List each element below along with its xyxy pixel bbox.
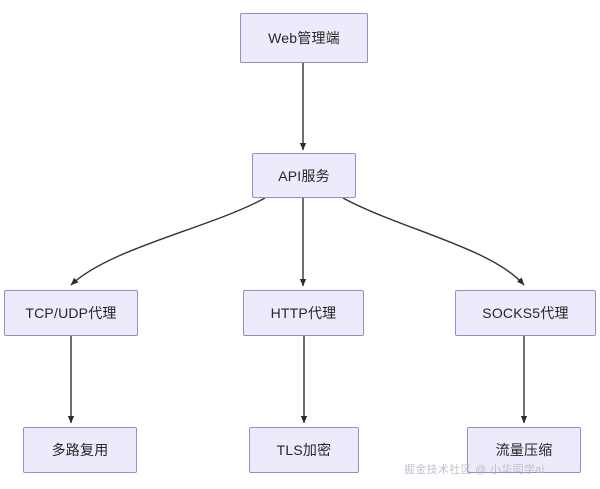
- node-multiplexing[interactable]: 多路复用: [23, 427, 137, 473]
- node-http-proxy-label: HTTP代理: [270, 305, 337, 321]
- node-traffic-compression[interactable]: 流量压缩: [467, 427, 581, 473]
- edge-api-to-socks5: [342, 197, 525, 286]
- node-tls-encryption-label: TLS加密: [276, 442, 332, 458]
- node-http-proxy[interactable]: HTTP代理: [243, 290, 364, 336]
- node-tcp-udp-proxy-label: TCP/UDP代理: [25, 305, 117, 321]
- watermark-text: 掘金技术社区 @ 小华同学ai: [404, 464, 545, 476]
- node-web-admin[interactable]: Web管理端: [240, 13, 368, 63]
- node-tls-encryption[interactable]: TLS加密: [249, 427, 359, 473]
- node-api-service-label: API服务: [278, 167, 330, 184]
- node-multiplexing-label: 多路复用: [51, 442, 109, 458]
- node-traffic-compression-label: 流量压缩: [495, 442, 553, 458]
- node-web-admin-label: Web管理端: [268, 30, 340, 46]
- node-socks5-proxy-label: SOCKS5代理: [482, 305, 569, 321]
- node-tcp-udp-proxy[interactable]: TCP/UDP代理: [4, 290, 138, 336]
- edge-api-to-tcpudp: [70, 197, 266, 286]
- node-socks5-proxy[interactable]: SOCKS5代理: [455, 290, 596, 336]
- node-api-service[interactable]: API服务: [252, 153, 356, 198]
